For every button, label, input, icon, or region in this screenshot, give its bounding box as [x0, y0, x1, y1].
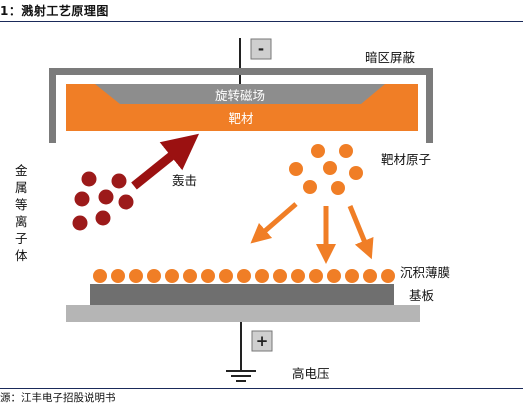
metal-ions-char-2: 属 — [15, 180, 28, 195]
minus-terminal-label: - — [258, 40, 264, 58]
target-atom — [323, 161, 337, 175]
film-atom — [363, 269, 377, 283]
film-atom — [291, 269, 305, 283]
metal-ion — [74, 191, 90, 207]
target-atom — [339, 144, 353, 158]
title-divider — [0, 21, 523, 22]
sputtering-diagram: - 暗区屏蔽 旋转磁场 靶材 金 属 等 离 子 体 轰击 靶材原子 — [15, 38, 450, 382]
target-atom — [331, 181, 345, 195]
substrate — [90, 284, 394, 305]
metal-ions-char-5: 子 — [15, 231, 28, 246]
metal-ion — [72, 215, 88, 231]
metal-ion — [98, 189, 114, 205]
plus-terminal-label: + — [256, 332, 269, 350]
film-atom — [345, 269, 359, 283]
film-atom — [327, 269, 341, 283]
film-atom — [201, 269, 215, 283]
target-atom — [289, 162, 303, 176]
metal-ions-char-1: 金 — [15, 163, 28, 178]
film-atom — [255, 269, 269, 283]
base-plate — [66, 305, 420, 322]
film-atom — [219, 269, 233, 283]
metal-ion — [95, 210, 111, 226]
emission-arrow-left — [250, 202, 298, 244]
film-atom — [309, 269, 323, 283]
metal-ion — [111, 173, 127, 189]
film-atom — [165, 269, 179, 283]
target-atoms-label: 靶材原子 — [381, 152, 431, 167]
target-atom-particles — [289, 144, 363, 195]
figure-source: 源：江丰电子招股说明书 — [0, 392, 116, 404]
deposited-film — [93, 269, 395, 283]
bombard-label: 轰击 — [172, 173, 197, 188]
rotating-magnet — [95, 84, 385, 104]
film-atom — [381, 269, 395, 283]
metal-ions-char-4: 离 — [15, 214, 28, 229]
film-atom — [273, 269, 287, 283]
film-atom — [111, 269, 125, 283]
film-atom — [129, 269, 143, 283]
metal-ion — [81, 171, 97, 187]
minus-terminal-icon: - — [250, 38, 272, 60]
metal-ion — [118, 194, 134, 210]
film-label: 沉积薄膜 — [400, 265, 450, 280]
film-atom — [93, 269, 107, 283]
film-atom — [147, 269, 161, 283]
metal-ion-particles — [72, 171, 134, 231]
target-label: 靶材 — [228, 111, 253, 126]
metal-ions-char-3: 等 — [15, 197, 28, 212]
ground-icon — [226, 370, 256, 382]
metal-ions-char-6: 体 — [15, 248, 28, 263]
target-atom — [349, 166, 363, 180]
film-atom — [183, 269, 197, 283]
emission-arrow-right — [347, 205, 374, 260]
magnetic-field-label: 旋转磁场 — [215, 88, 265, 103]
target-atom — [311, 144, 325, 158]
bombard-arrow-icon — [131, 133, 200, 190]
figure-title: 1：溅射工艺原理图 — [0, 4, 109, 18]
plus-terminal-icon: + — [251, 330, 273, 352]
shield-label: 暗区屏蔽 — [365, 50, 416, 65]
metal-ions-label: 金 属 等 离 子 体 — [15, 163, 28, 263]
target-atom — [303, 180, 317, 194]
source-divider — [0, 388, 523, 389]
film-atom — [237, 269, 251, 283]
substrate-label: 基板 — [409, 288, 435, 303]
emission-arrow-icon — [250, 202, 374, 264]
high-voltage-label: 高电压 — [292, 366, 330, 381]
